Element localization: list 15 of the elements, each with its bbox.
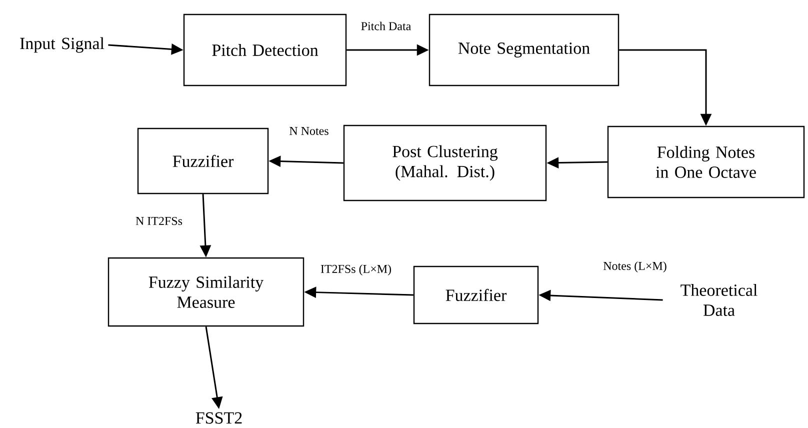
edge-label: Notes (L×M) [603,262,666,272]
signal-label: Theoretical Data [680,284,758,316]
edge-label: IT2FSs (L×M) [320,264,392,276]
edge-label: N Notes [290,127,328,135]
process-box: Post Clustering (Mahal. Dist.) [343,124,547,202]
signal-label: FSST2 [196,412,242,424]
edge-label: N IT2FSs [136,216,182,226]
process-box: Note Segmentation [428,14,620,86]
process-box: Fuzzy Similarity Measure [108,257,304,327]
process-box: Fuzzifier [413,266,539,324]
process-box: Fuzzifier [137,128,269,194]
edge-label: Pitch Data [361,22,411,30]
process-box: Folding Notes in One Octave [607,126,805,198]
signal-label: Input Signal [20,37,104,53]
process-box: Pitch Detection [183,14,347,86]
